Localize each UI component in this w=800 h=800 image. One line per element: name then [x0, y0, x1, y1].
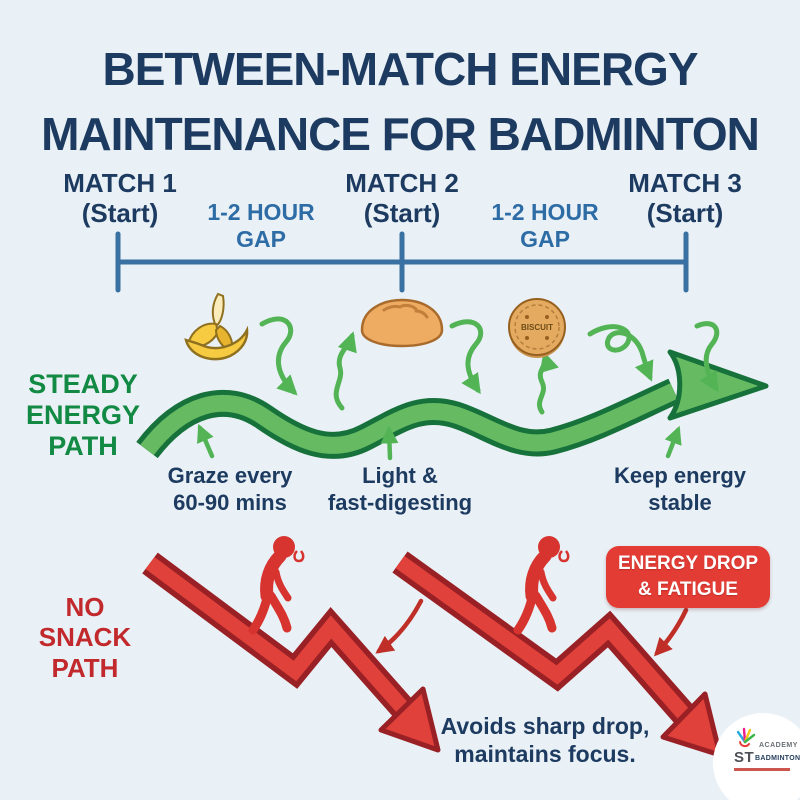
- logo-badge: ACADEMY ST BADMINTON: [713, 713, 800, 800]
- biscuit-icon: BISCUIT: [508, 298, 566, 358]
- squiggle-arrow-3: [449, 319, 484, 395]
- sweat-drop-icon: [558, 550, 570, 563]
- no-snack-zigzag-arrow-1: [142, 552, 441, 753]
- note-light-line2: fast-digesting: [327, 490, 473, 516]
- steady-label-line2: ENERGY: [25, 400, 141, 431]
- biscuit-label: BISCUIT: [521, 323, 553, 332]
- note-stable: Keep energy stable: [580, 462, 780, 516]
- timeline-label-match3: MATCH 3 (Start): [600, 168, 770, 229]
- squiggle-arrow-4: [536, 351, 559, 415]
- no-snack-zigzag-arrow-2: [392, 551, 723, 758]
- sweat-drop-icon: [293, 550, 305, 563]
- note-light-line1: Light &: [362, 463, 438, 488]
- note-stable-line2: stable: [648, 490, 712, 516]
- gap1-line2: GAP: [236, 226, 286, 253]
- up-arrow-3: [664, 425, 682, 459]
- no-snack-path-label: NO SNACK PATH: [10, 592, 160, 683]
- badge-line2: & FATIGUE: [638, 579, 738, 600]
- steady-energy-path-label: STEADY ENERGY PATH: [8, 369, 158, 462]
- note-avoids-drop: Avoids sharp drop, maintains focus.: [425, 712, 665, 768]
- tired-person-icon: [513, 536, 570, 635]
- up-arrow-1: [197, 423, 215, 459]
- squiggle-arrow-6: [694, 321, 720, 393]
- no-snack-line2: SNACK: [38, 622, 132, 653]
- drop-pointer-arrow-2: [653, 607, 689, 657]
- logo-st-text: ST: [734, 749, 755, 766]
- timeline-label-match1: MATCH 1 (Start): [35, 168, 205, 229]
- note-light: Light & fast-digesting: [300, 462, 500, 516]
- note-graze: Graze every 60-90 mins: [130, 462, 330, 516]
- gap2-line2: GAP: [520, 226, 570, 253]
- match1-name: MATCH 1: [63, 168, 177, 198]
- match3-sub: (Start): [646, 197, 724, 228]
- logo-academy-text: ACADEMY: [759, 742, 798, 749]
- page-title-line1: BETWEEN-MATCH ENERGY: [102, 43, 698, 95]
- note-stable-line1: Keep energy: [613, 463, 747, 488]
- tired-person-icon: [248, 536, 305, 635]
- note-graze-line2: 60-90 mins: [173, 490, 287, 516]
- logo-badminton-text: BADMINTON: [755, 755, 800, 762]
- squiggle-arrow-2: [333, 331, 357, 411]
- squiggle-arrow-5: [587, 324, 654, 382]
- timeline-label-gap2: 1-2 HOUR GAP: [470, 199, 620, 253]
- page-title-line2: MAINTENANCE FOR BADMINTON: [41, 108, 760, 160]
- match1-sub: (Start): [81, 197, 159, 228]
- note-graze-line1: Graze every: [167, 463, 293, 488]
- wave-arrowhead: [667, 349, 769, 421]
- logo-shuttlecock-icon: [736, 727, 756, 748]
- match2-sub: (Start): [363, 197, 441, 228]
- drop-pointer-arrow-1: [375, 598, 424, 654]
- banana-icon: [184, 292, 249, 361]
- avoids-line2: maintains focus.: [454, 741, 636, 768]
- no-snack-line1: NO: [65, 592, 105, 622]
- squiggle-arrow-1: [259, 316, 298, 396]
- bread-icon: [360, 298, 444, 348]
- timeline-axis: [115, 231, 689, 293]
- energy-drop-badge: ENERGY DROP & FATIGUE: [606, 546, 770, 608]
- timeline-label-gap1: 1-2 HOUR GAP: [186, 199, 336, 253]
- match3-name: MATCH 3: [628, 168, 742, 198]
- match2-name: MATCH 2: [345, 168, 459, 198]
- logo-tagline-bar: [734, 768, 790, 771]
- no-snack-line3: PATH: [51, 652, 119, 683]
- gap1-line1: 1-2 HOUR: [207, 199, 315, 225]
- steady-label-line1: STEADY: [28, 369, 138, 399]
- up-arrow-2: [380, 425, 399, 461]
- badge-line1: ENERGY DROP: [617, 553, 759, 575]
- avoids-line1: Avoids sharp drop,: [440, 713, 650, 739]
- steady-label-line3: PATH: [48, 431, 118, 462]
- steady-energy-wave-arrow: [136, 349, 769, 459]
- timeline-label-match2: MATCH 2 (Start): [317, 168, 487, 229]
- gap2-line1: 1-2 HOUR: [491, 199, 599, 225]
